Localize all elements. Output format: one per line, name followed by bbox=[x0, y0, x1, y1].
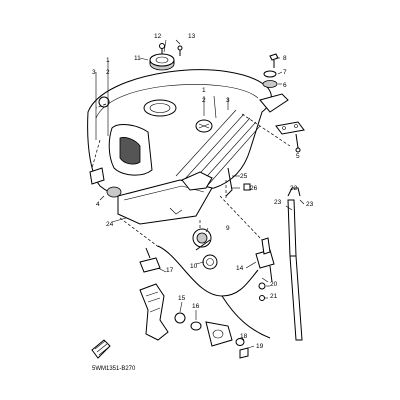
callout-label: 26 bbox=[250, 185, 258, 192]
callout-label: 18 bbox=[240, 333, 248, 340]
callout-label: 23 bbox=[274, 199, 282, 206]
side-dampers bbox=[89, 96, 122, 198]
callout-label: 22 bbox=[290, 185, 298, 192]
callout-label: 6 bbox=[283, 82, 287, 89]
callout-label: 8 bbox=[283, 55, 287, 62]
fuel-tank bbox=[87, 69, 289, 199]
callout-label: 24 bbox=[106, 221, 114, 228]
callout-label: 21 bbox=[270, 293, 278, 300]
callout-label: 17 bbox=[166, 267, 174, 274]
pipe-bracket bbox=[139, 247, 161, 273]
callout-label: 11 bbox=[134, 55, 141, 62]
callout-label: 3 bbox=[226, 97, 230, 104]
callout-label: 2 bbox=[106, 69, 110, 76]
callout-label: 14 bbox=[236, 265, 244, 272]
tank-base-cover bbox=[117, 171, 213, 225]
callout-label: 25 bbox=[240, 173, 248, 180]
leader-lines bbox=[95, 39, 305, 349]
drawing-code: 5WM1351-B270 bbox=[92, 366, 136, 372]
reference-lines bbox=[91, 103, 291, 249]
callout-label: 23 bbox=[306, 201, 314, 208]
breather-pipe bbox=[287, 187, 303, 341]
callout-labels: 1 2 3 1 2 3 4 5 6 7 8 9 10 11 12 13 14 1… bbox=[92, 33, 314, 350]
callout-label: 16 bbox=[192, 303, 200, 310]
callout-label: 1 bbox=[106, 57, 110, 64]
callout-label: 9 bbox=[226, 225, 230, 232]
callout-label: 20 bbox=[270, 281, 278, 288]
callout-label: 12 bbox=[154, 33, 162, 40]
callout-label: 3 bbox=[92, 69, 96, 76]
fuel-cock bbox=[255, 237, 275, 301]
rear-bracket bbox=[275, 121, 305, 153]
small-bolt bbox=[91, 339, 111, 359]
callout-label: 4 bbox=[96, 201, 100, 208]
clip-and-screw bbox=[225, 167, 251, 197]
callout-label: 15 bbox=[178, 295, 186, 302]
filler-cap bbox=[149, 43, 183, 71]
fuel-hose bbox=[157, 239, 271, 339]
fuel-strainer bbox=[139, 283, 249, 359]
emblem-fasteners bbox=[262, 53, 279, 88]
callout-label: 2 bbox=[202, 97, 206, 104]
callout-label: 5 bbox=[296, 153, 300, 160]
callout-label: 7 bbox=[283, 69, 287, 76]
callout-label: 13 bbox=[188, 33, 196, 40]
callout-label: 1 bbox=[202, 87, 206, 94]
callout-label: 10 bbox=[190, 263, 198, 270]
callout-label: 19 bbox=[256, 343, 264, 350]
